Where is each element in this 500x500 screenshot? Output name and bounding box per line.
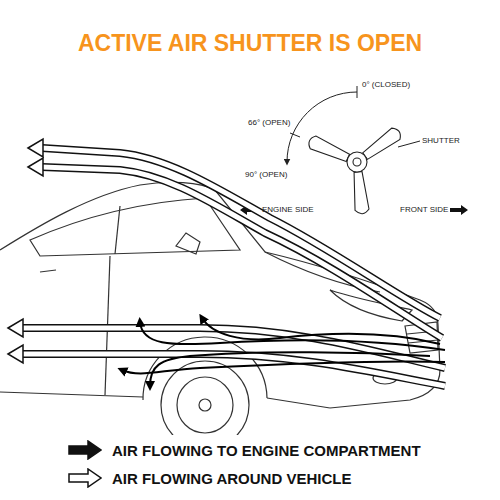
car-drawing	[0, 182, 440, 435]
part-label: 0° (CLOSED)	[362, 80, 410, 90]
part-label: 90° (OPEN)	[245, 170, 287, 180]
legend-arrow	[68, 440, 102, 460]
legend-row: AIR FLOWING TO ENGINE COMPARTMENT	[68, 440, 421, 460]
legend-row: AIR FLOWING AROUND VEHICLE	[68, 468, 351, 488]
legend-arrow	[68, 468, 102, 488]
legend-text: AIR FLOWING TO ENGINE COMPARTMENT	[112, 442, 421, 459]
part-label: SHUTTER	[422, 136, 460, 146]
airflow-around	[8, 139, 445, 386]
legend-text: AIR FLOWING AROUND VEHICLE	[112, 470, 351, 487]
airflow-engine	[122, 318, 445, 386]
title: ACTIVE AIR SHUTTER IS OPEN	[0, 30, 500, 57]
tick-mark	[290, 133, 300, 137]
tick-mark	[357, 86, 358, 98]
part-label: 66° (OPEN)	[248, 118, 290, 128]
arrow-sample	[69, 441, 101, 459]
shutter-inset	[240, 86, 468, 215]
shutter-blades	[307, 126, 404, 215]
arrow-sample	[69, 469, 101, 487]
part-label: FRONT SIDE	[400, 205, 448, 215]
part-label: ENGINE SIDE	[262, 205, 314, 215]
leader-line	[398, 141, 420, 147]
direction-arrow	[450, 205, 468, 215]
